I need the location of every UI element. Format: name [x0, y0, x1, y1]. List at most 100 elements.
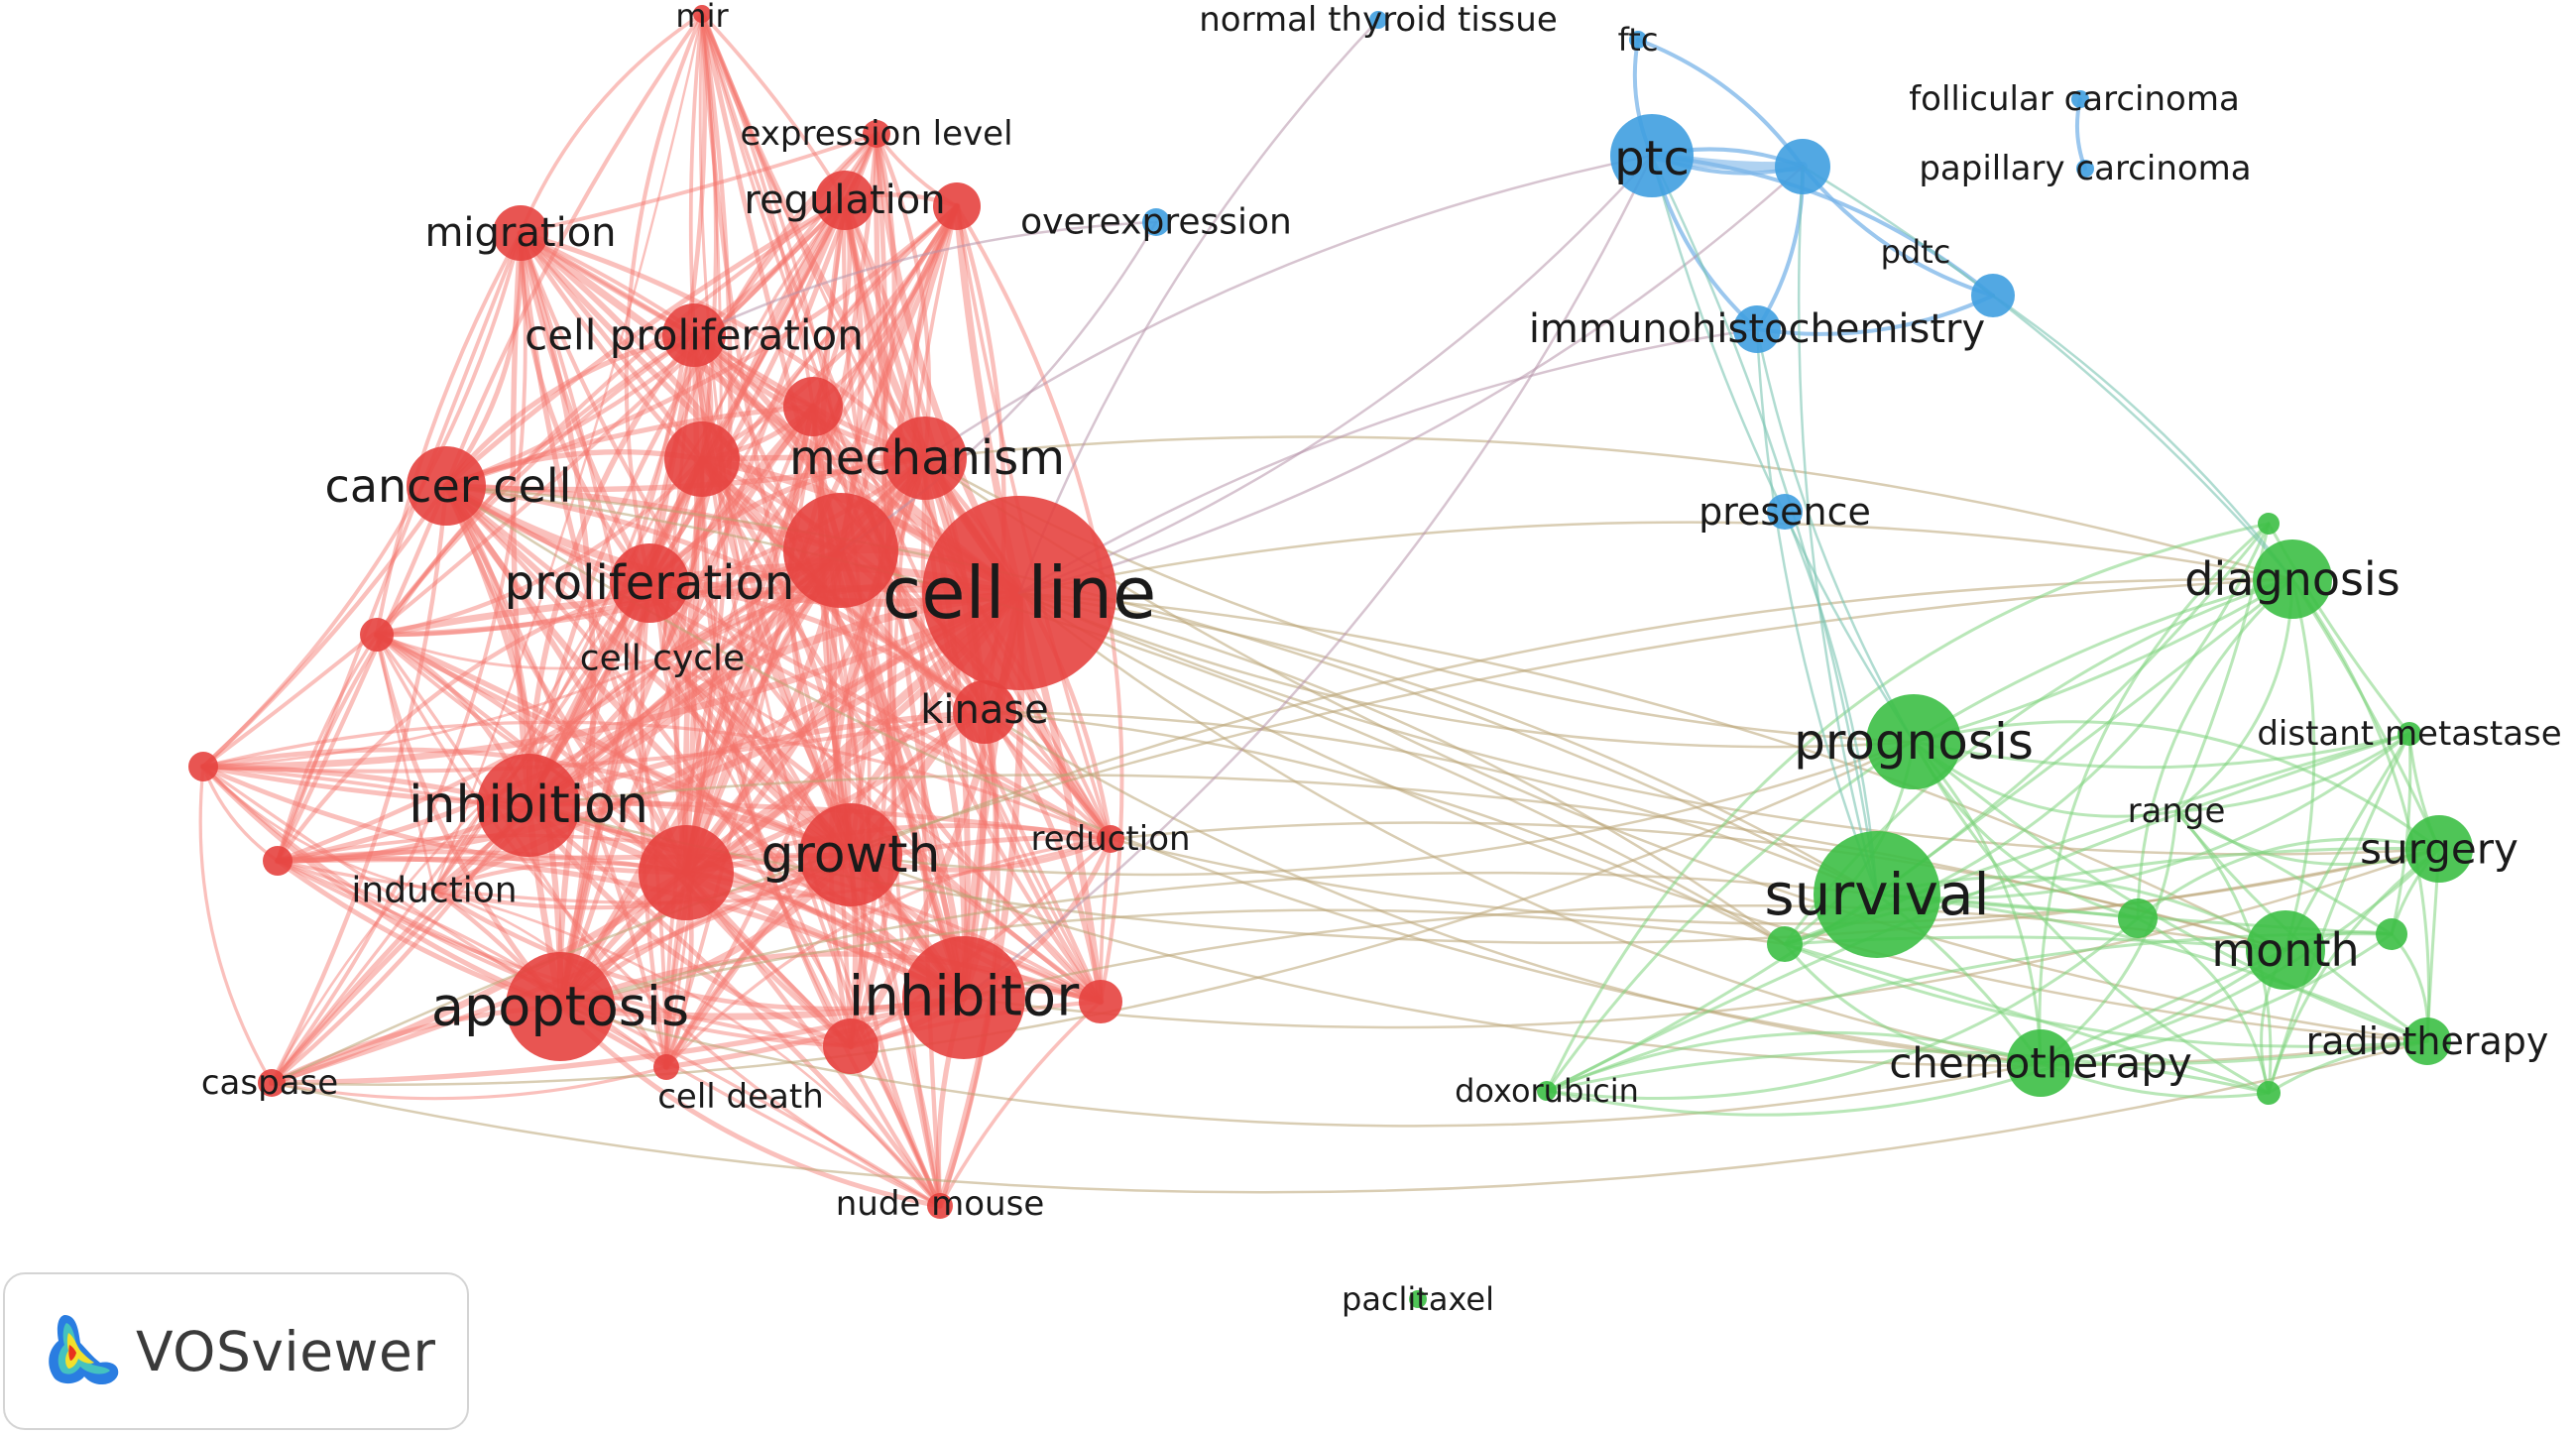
node-kinase[interactable] [953, 680, 1016, 744]
label-diagnosis[interactable]: diagnosis [2184, 552, 2400, 606]
node-r7[interactable] [360, 618, 394, 652]
node-g2[interactable] [2118, 898, 2158, 938]
node-r5[interactable] [823, 1018, 878, 1074]
label-cell-line[interactable]: cell line [882, 551, 1157, 635]
node-migration[interactable] [493, 205, 548, 261]
label-apoptosis[interactable]: apoptosis [431, 976, 689, 1038]
label-expression-level[interactable]: expression level [740, 114, 1012, 154]
node-g5[interactable] [2257, 1081, 2281, 1105]
node-g4[interactable] [2258, 513, 2280, 535]
label-growth[interactable]: growth [761, 825, 941, 885]
label-cancer-cell[interactable]: cancer cell [325, 459, 572, 513]
red-link [270, 231, 527, 1085]
node-r10[interactable] [933, 182, 981, 230]
node-cell-death[interactable] [653, 1054, 679, 1080]
node-papillary-carcinoma[interactable] [2076, 160, 2094, 178]
label-regulation[interactable]: regulation [744, 178, 945, 223]
label-normal-thyroid-tissue[interactable]: normal thyroid tissue [1199, 0, 1557, 40]
cross-cluster-link [444, 484, 1787, 946]
node-r6[interactable] [1079, 980, 1122, 1023]
node-cancer-cell[interactable] [407, 446, 486, 526]
label-survival[interactable]: survival [1764, 861, 1989, 928]
label-month[interactable]: month [2211, 923, 2359, 977]
node-doxorubicin[interactable] [1537, 1081, 1557, 1101]
node-reduction[interactable] [1097, 825, 1124, 853]
node-chemotherapy[interactable] [2007, 1029, 2074, 1097]
label-paclitaxel[interactable]: paclitaxel [1342, 1280, 1494, 1318]
node-nude-mouse[interactable] [927, 1193, 953, 1219]
cross-cluster-link [1017, 327, 1759, 595]
node-cell-line[interactable] [922, 496, 1116, 690]
label-mechanism[interactable]: mechanism [789, 430, 1065, 486]
label-cell-death[interactable]: cell death [657, 1077, 824, 1117]
label-chemotherapy[interactable]: chemotherapy [1889, 1039, 2192, 1088]
label-nude-mouse[interactable]: nude mouse [836, 1184, 1045, 1224]
node-r1[interactable] [664, 421, 740, 497]
node-ptc[interactable] [1610, 114, 1694, 197]
label-papillary-carcinoma[interactable]: papillary carcinoma [1919, 149, 2251, 188]
node-r8[interactable] [188, 752, 218, 781]
label-inhibitor[interactable]: inhibitor [849, 965, 1080, 1029]
label-migration[interactable]: migration [424, 210, 616, 256]
green-link [2039, 847, 2441, 1065]
node-inhibition[interactable] [477, 754, 580, 857]
label-induction[interactable]: induction [351, 871, 517, 911]
node-r2[interactable] [783, 377, 843, 436]
red-link [526, 197, 848, 808]
label-ptc[interactable]: ptc [1614, 131, 1690, 186]
node-b1[interactable] [1775, 139, 1830, 194]
node-growth[interactable] [799, 803, 902, 906]
label-reduction[interactable]: reduction [1030, 819, 1190, 859]
label-prognosis[interactable]: prognosis [1794, 713, 2034, 771]
label-surgery[interactable]: surgery [2360, 825, 2518, 874]
node-expression-level[interactable] [863, 120, 890, 148]
red-link [699, 203, 960, 462]
node-month[interactable] [2246, 910, 2325, 990]
node-g3[interactable] [2376, 918, 2407, 950]
node-prognosis[interactable] [1866, 694, 1961, 789]
label-caspase[interactable]: caspase [201, 1063, 338, 1103]
node-b2[interactable] [1971, 274, 2015, 317]
node-survival[interactable] [1814, 831, 1940, 958]
label-presence[interactable]: presence [1698, 490, 1871, 534]
node-radiotherapy[interactable] [2403, 1017, 2451, 1065]
label-distant-metastase[interactable]: distant metastase [2257, 714, 2561, 754]
node-proliferation[interactable] [610, 543, 689, 623]
node-ftc[interactable] [1629, 31, 1647, 49]
node-g1[interactable] [1767, 926, 1803, 962]
label-follicular-carcinoma[interactable]: follicular carcinoma [1909, 79, 2240, 119]
label-pdtc[interactable]: pdtc [1881, 233, 1951, 271]
node-presence[interactable] [1767, 494, 1803, 530]
label-range[interactable]: range [2128, 791, 2226, 831]
label-overexpression[interactable]: overexpression [1020, 202, 1292, 243]
label-doxorubicin[interactable]: doxorubicin [1455, 1072, 1639, 1110]
label-proliferation[interactable]: proliferation [505, 555, 795, 611]
node-mechanism[interactable] [883, 417, 967, 500]
node-r4[interactable] [639, 825, 734, 920]
node-caspase[interactable] [258, 1069, 286, 1097]
node-paclitaxel[interactable] [1409, 1290, 1427, 1308]
node-immunohistochemistry[interactable] [1733, 305, 1781, 353]
node-normal-thyroid-tissue[interactable] [1369, 11, 1387, 29]
node-cell-proliferation[interactable] [662, 303, 726, 367]
node-surgery[interactable] [2405, 815, 2473, 883]
node-overexpression[interactable] [1142, 208, 1170, 236]
label-radiotherapy[interactable]: radiotherapy [2306, 1019, 2549, 1063]
node-apoptosis[interactable] [506, 952, 615, 1061]
red-link [269, 580, 652, 1086]
label-ftc[interactable]: ftc [1618, 21, 1659, 59]
label-immunohistochemistry[interactable]: immunohistochemistry [1529, 306, 1985, 352]
node-inhibitor[interactable] [902, 936, 1025, 1059]
label-cell-proliferation[interactable]: cell proliferation [525, 311, 864, 360]
node-distant-metastase[interactable] [2398, 722, 2421, 746]
node-mir[interactable] [693, 5, 711, 23]
node-follicular-carcinoma[interactable] [2071, 90, 2089, 108]
node-r9[interactable] [263, 846, 293, 876]
label-mir[interactable]: mir [675, 0, 729, 35]
node-regulation[interactable] [815, 171, 875, 230]
label-cell-cycle[interactable]: cell cycle [580, 639, 745, 679]
label-inhibition[interactable]: inhibition [409, 776, 648, 835]
node-r3[interactable] [783, 493, 898, 608]
node-diagnosis[interactable] [2253, 539, 2332, 619]
label-kinase[interactable]: kinase [920, 687, 1049, 733]
